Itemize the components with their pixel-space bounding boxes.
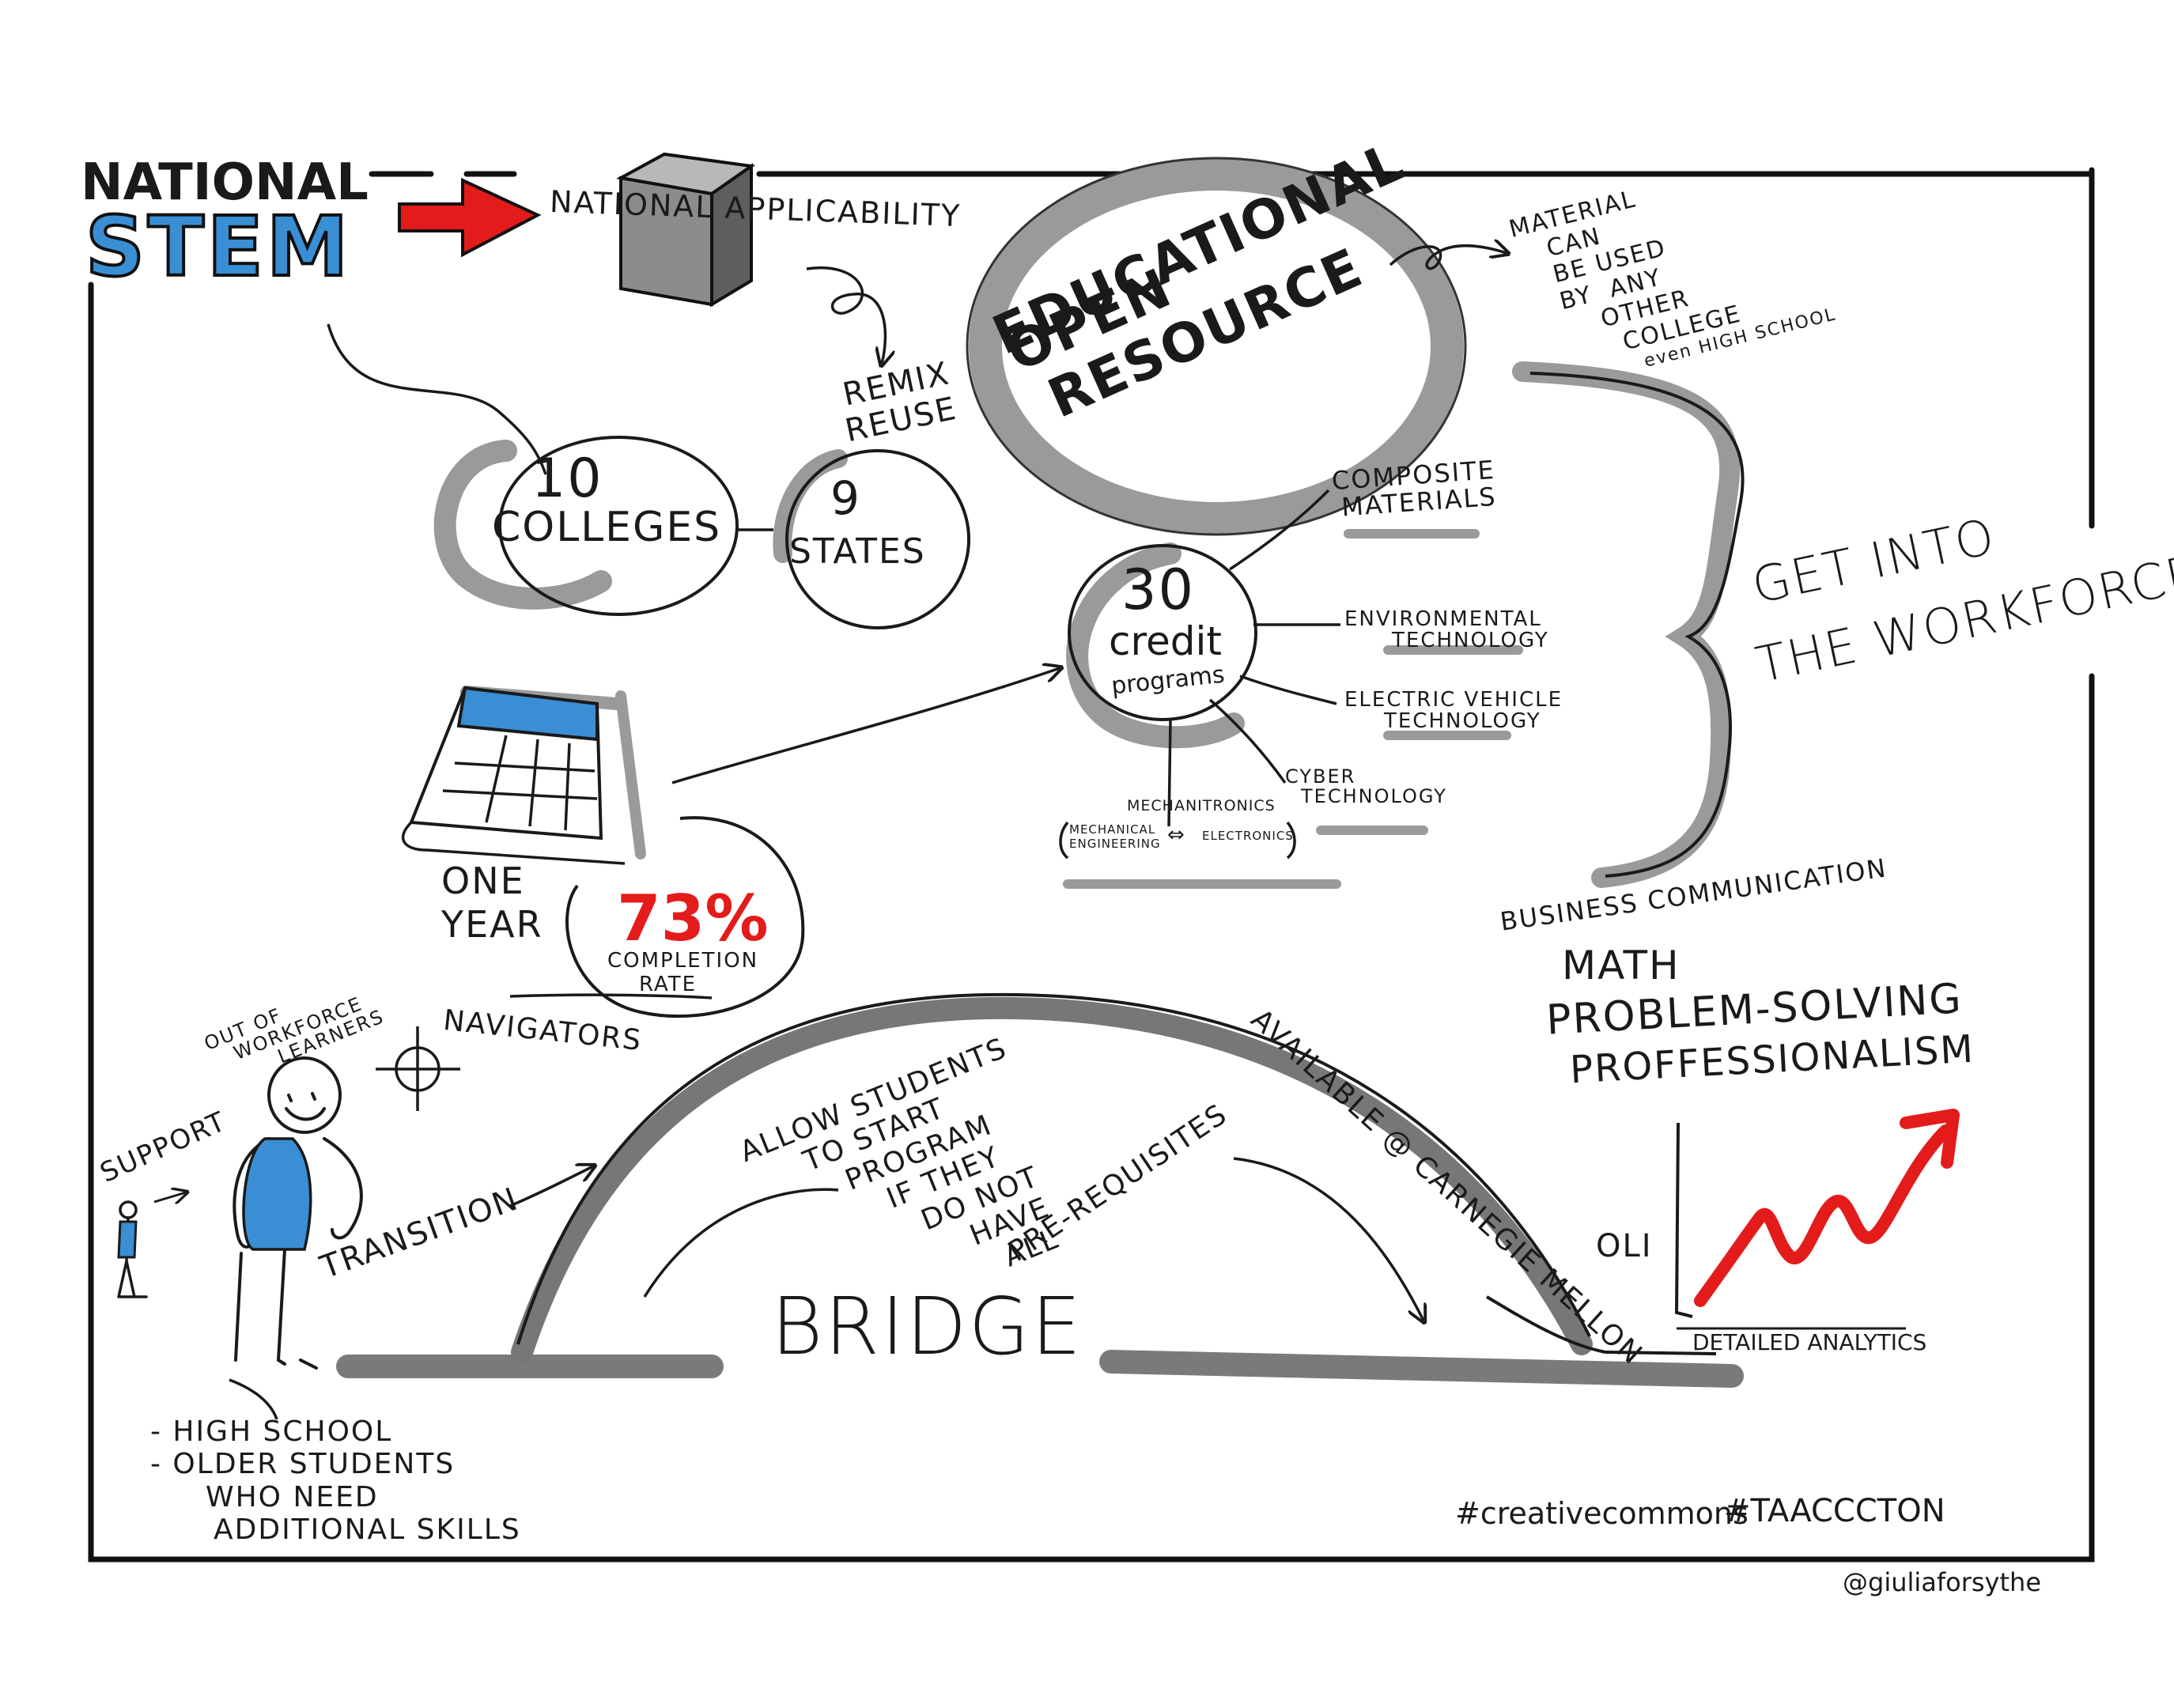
hashtag-taaccct: #TAACCCTON	[1724, 1493, 1945, 1529]
learner-body	[242, 1137, 312, 1251]
calendar-icon	[401, 686, 646, 865]
program-underlines	[1063, 529, 1523, 889]
workforce-brace	[1529, 372, 1745, 878]
page-frame	[88, 167, 2095, 1563]
material-arrow	[1389, 246, 1507, 270]
calendar-to-credit-arrow	[671, 668, 1060, 784]
oer-outline	[966, 157, 1467, 536]
states-circle	[785, 449, 970, 629]
growth-arrow-icon	[1694, 1124, 1952, 1307]
mechanical-electronics-link-icon: ⇔	[1167, 823, 1185, 847]
bridge-right-arrow	[1233, 1157, 1423, 1321]
artist-credit: @giuliaforsythe	[1843, 1567, 2041, 1597]
one-year-line2: YEAR	[441, 903, 543, 946]
crosshair-icon	[376, 1026, 460, 1111]
bridge-shape	[336, 992, 1744, 1388]
analytics-axis	[1674, 1122, 1693, 1318]
title-stem: STEM	[84, 198, 352, 295]
colleges-connector	[327, 323, 547, 475]
completion-percent: 73%	[617, 882, 769, 955]
program-connectors	[1059, 489, 1340, 860]
cube-icon	[616, 152, 756, 308]
learner-figure	[233, 1056, 363, 1370]
oli-label: OLI	[1596, 1228, 1653, 1264]
audience-connector	[229, 1378, 278, 1420]
states-label: STATES	[789, 531, 926, 572]
oer-shadow	[969, 157, 1464, 535]
credit-number: 30	[1121, 557, 1196, 622]
colleges-shadow	[433, 440, 612, 610]
bridge-arc-arrow	[643, 1188, 839, 1298]
bridge-label: BRIDGE	[771, 1280, 1083, 1373]
skill-math: MATH	[1562, 943, 1681, 988]
completion-label2: RATE	[639, 973, 698, 996]
colleges-number: 10	[531, 448, 603, 510]
support-arrow	[153, 1192, 186, 1202]
completion-label1: COMPLETION	[607, 949, 759, 973]
one-year-line1: ONE	[441, 860, 525, 902]
credit-circle	[1068, 544, 1257, 721]
workforce-brace-shadow	[1512, 361, 1741, 888]
states-number: 9	[830, 471, 861, 525]
colleges-label: COLLEGES	[492, 504, 722, 551]
colleges-circle	[498, 436, 739, 616]
transition-arrow	[509, 1166, 593, 1207]
remix-connector	[806, 266, 885, 364]
support-body	[117, 1220, 138, 1259]
detailed-analytics-label: DETAILED ANALYTICS	[1692, 1329, 1927, 1355]
program-mechatronics: MECHANITRONICS	[1127, 797, 1276, 814]
credit-label: credit	[1109, 618, 1222, 664]
red-arrow-icon	[398, 177, 542, 258]
hashtag-creativecommons: #creativecommons	[1455, 1496, 1749, 1531]
states-shadow	[773, 449, 848, 563]
program-electronics: ELECTRONICS	[1202, 829, 1294, 843]
title-national: NATIONAL	[81, 153, 369, 212]
completion-circle	[565, 816, 805, 1018]
credit-shadow	[1066, 542, 1245, 749]
growth-arrowhead-icon	[1900, 1109, 1960, 1169]
audience-list: - HIGH SCHOOL - OLDER STUDENTS WHO NEED …	[150, 1415, 521, 1547]
